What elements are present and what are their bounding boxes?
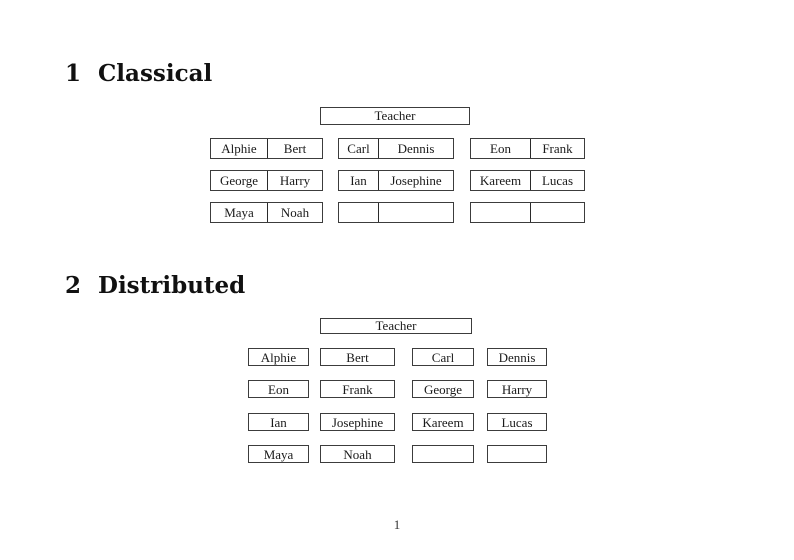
section-title: Classical: [98, 60, 213, 87]
desk-box: [338, 202, 454, 223]
desk-box: Noah: [320, 445, 395, 463]
desk-box: Josephine: [320, 413, 395, 431]
seat-box: Harry: [279, 173, 311, 188]
seat-box: [379, 203, 453, 222]
section-heading-distributed: 2 Distributed: [65, 274, 245, 297]
desk-box: Ian: [248, 413, 309, 431]
seat-box: Dennis: [397, 141, 435, 156]
seat-box: [531, 203, 584, 222]
seat-box: Noah: [280, 205, 310, 220]
seat-box: Eon: [471, 139, 531, 158]
seat-box: Lucas: [541, 173, 574, 188]
seat-box: Carl: [431, 349, 455, 365]
seat-box: Alphie: [260, 349, 297, 365]
seat-box: Maya: [263, 446, 294, 462]
desk-box: Kareem: [412, 413, 474, 431]
desk-box: Dennis: [487, 348, 547, 366]
desk-box: Maya Noah: [210, 202, 323, 223]
teacher-label: Teacher: [375, 318, 417, 333]
desk-box: Alphie Bert: [210, 138, 323, 159]
section-heading-classical: 1 Classical: [65, 62, 212, 85]
seat-box: Bert: [283, 141, 307, 156]
section-title: Distributed: [98, 272, 246, 299]
seat-box: Ian: [339, 171, 379, 190]
seat-box: Josephine: [331, 414, 384, 430]
seat-box: Dennis: [498, 349, 536, 365]
seat-box: George: [211, 171, 268, 190]
desk-box: Ian Josephine: [338, 170, 454, 191]
desk-box: George: [412, 380, 474, 398]
seat-box: Kareem: [422, 414, 464, 430]
seat-box: Kareem: [471, 171, 531, 190]
seat-box: [413, 446, 473, 462]
seat-box: Maya: [211, 203, 268, 222]
teacher-box: Teacher: [320, 107, 470, 125]
seat-box: Eon: [268, 381, 289, 397]
desk-box: [470, 202, 585, 223]
desk-box: Bert: [320, 348, 395, 366]
desk-box: Kareem Lucas: [470, 170, 585, 191]
desk-box: Eon Frank: [470, 138, 585, 159]
seat-box: Ian: [270, 414, 287, 430]
desk-box: Carl Dennis: [338, 138, 454, 159]
seat-box: [471, 203, 531, 222]
seat-box: Bert: [346, 349, 369, 365]
seat-box: Josephine: [390, 173, 442, 188]
teacher-box: Teacher: [320, 318, 472, 334]
seat-box: [339, 203, 379, 222]
desk-box: Lucas: [487, 413, 547, 431]
section-number: 1: [65, 60, 82, 87]
seat-box: Lucas: [501, 414, 533, 430]
desk-box: Carl: [412, 348, 474, 366]
seat-box: [488, 446, 546, 462]
desk-box: [487, 445, 547, 463]
desk-box: Frank: [320, 380, 395, 398]
desk-box: Eon: [248, 380, 309, 398]
teacher-label: Teacher: [374, 108, 416, 123]
page-number: 1: [393, 517, 401, 532]
desk-box: Harry: [487, 380, 547, 398]
seat-box: Harry: [501, 381, 533, 397]
seat-box: Frank: [342, 381, 373, 397]
seat-box: Noah: [343, 446, 372, 462]
seat-box: George: [423, 381, 463, 397]
seat-box: Carl: [339, 139, 379, 158]
seat-box: Frank: [542, 141, 573, 156]
desk-box: Maya: [248, 445, 309, 463]
seat-box: Alphie: [211, 139, 268, 158]
section-number: 2: [65, 272, 82, 299]
desk-box: Alphie: [248, 348, 309, 366]
desk-box: George Harry: [210, 170, 323, 191]
desk-box: [412, 445, 474, 463]
